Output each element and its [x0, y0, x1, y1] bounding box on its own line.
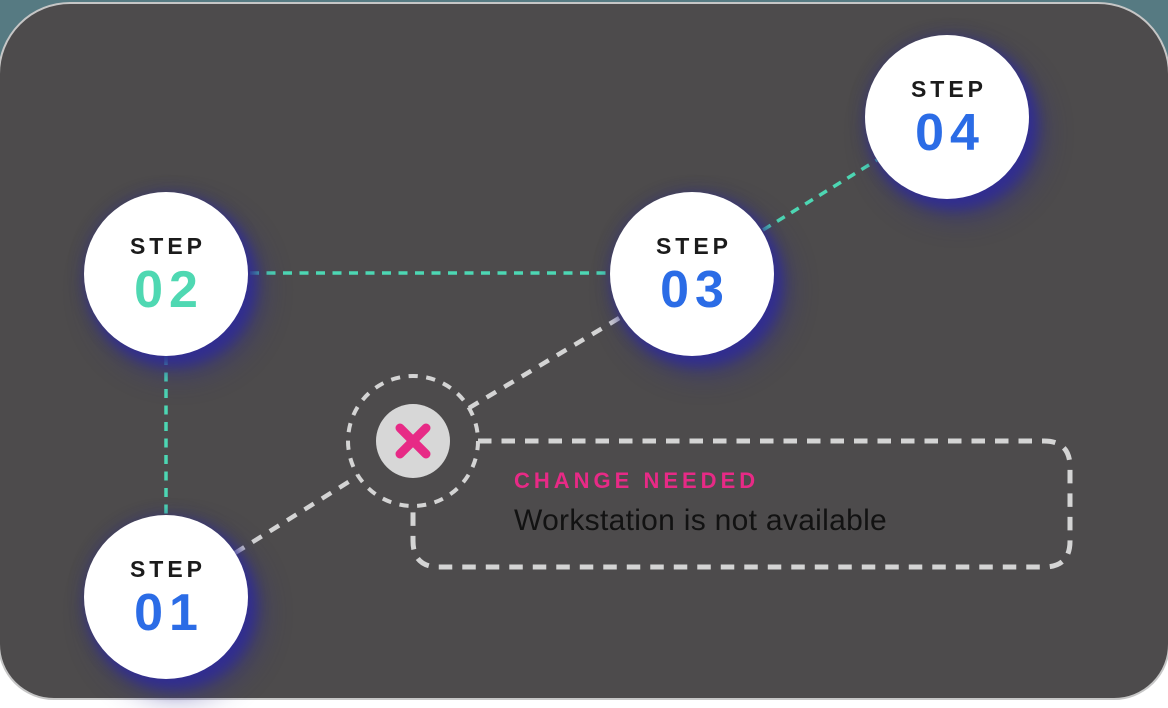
step-node-01[interactable]: STEP 01	[84, 515, 248, 679]
connector-layer	[164, 158, 1073, 570]
message-callout: CHANGE NEEDED Workstation is not availab…	[514, 468, 1054, 538]
connector-step01-error	[233, 474, 360, 555]
step-number: 02	[134, 260, 204, 319]
step-label: STEP	[910, 75, 988, 102]
message-box-outline	[410, 438, 1073, 570]
step-node-02[interactable]: STEP 02	[84, 192, 248, 356]
step-label: STEP	[655, 232, 733, 259]
step-number: 04	[915, 103, 985, 162]
step-node-03[interactable]: STEP 03	[610, 192, 774, 356]
step-number: 03	[660, 260, 730, 319]
message-title: CHANGE NEEDED	[514, 468, 760, 493]
connector-error-step03	[467, 315, 623, 410]
step-label: STEP	[129, 232, 207, 259]
message-body: Workstation is not available	[514, 504, 888, 537]
step-number: 01	[134, 583, 204, 642]
connector-step03-step04	[762, 158, 878, 232]
error-node[interactable]	[376, 404, 450, 478]
step-node-04[interactable]: STEP 04	[865, 35, 1029, 199]
x-icon	[395, 423, 431, 459]
step-label: STEP	[129, 555, 207, 582]
